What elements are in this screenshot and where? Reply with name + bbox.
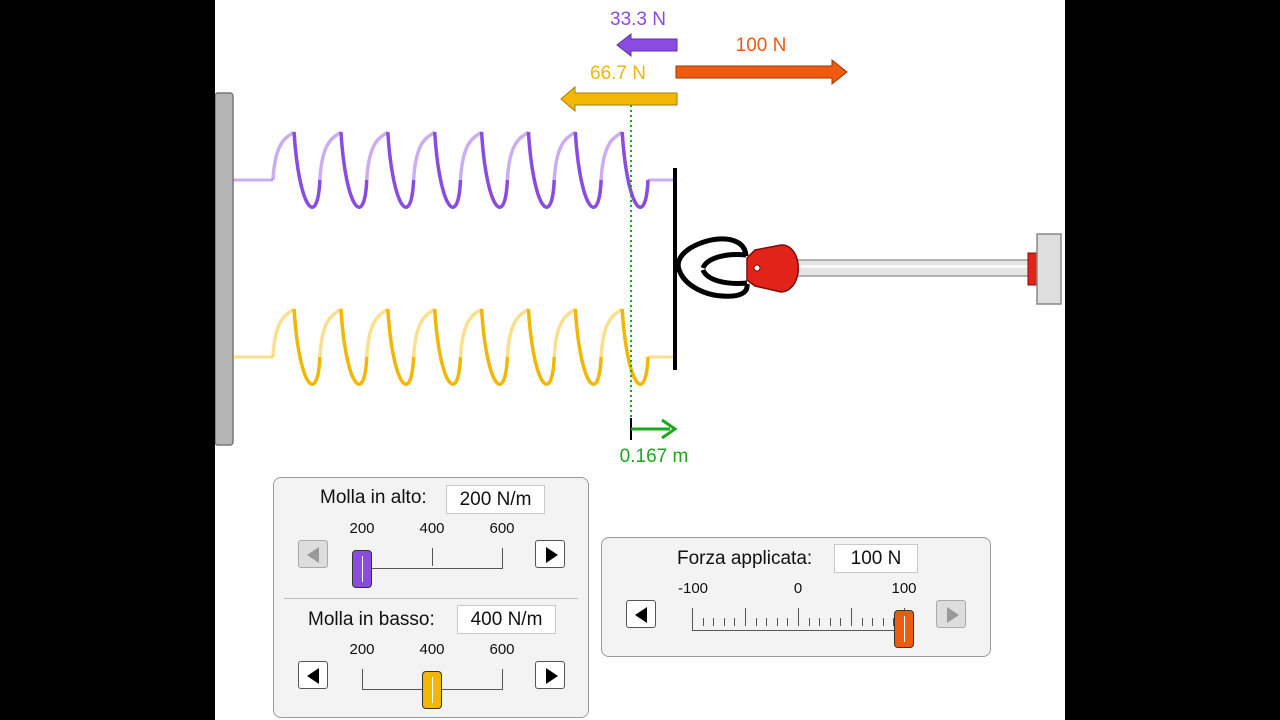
top-spring-decrement-button[interactable] [298, 540, 328, 568]
bottom-spring-decrement-button[interactable] [298, 661, 328, 689]
bottom-spring-tick-mid: 400 [419, 641, 445, 658]
top-spring-slider-tick [502, 548, 503, 566]
top-spring-force-arrow [616, 32, 678, 58]
left-arrow-icon [635, 607, 647, 623]
applied-force-decrement-button[interactable] [626, 600, 656, 628]
bottom-spring-force-arrow [560, 85, 678, 113]
applied-force-slider-tick [766, 618, 768, 626]
spring-constants-panel: Molla in alto: 200 N/m 200 400 600 Molla… [273, 477, 589, 718]
displacement-arrow [630, 418, 678, 440]
applied-force-label: 100 N [736, 35, 787, 56]
bottom-spring-slider-thumb[interactable] [422, 671, 442, 709]
simulation-canvas: 33.3 N 66.7 N 100 N 0.167 m Molla in alt… [215, 0, 1065, 720]
spring-scene: 33.3 N 66.7 N 100 N 0.167 m [215, 9, 1062, 467]
bottom-spring [233, 307, 675, 386]
applied-force-slider-tick [882, 618, 884, 626]
panel-divider [284, 598, 578, 599]
applied-force-panel: Forza applicata: 100 N -100 0 100 [601, 537, 991, 657]
applied-force-slider-tick [734, 618, 736, 626]
applied-force-slider-tick [872, 618, 874, 626]
top-spring-increment-button[interactable] [535, 540, 565, 568]
top-spring [233, 130, 675, 209]
applied-force-slider-tick [851, 608, 852, 626]
top-spring-tick-mid: 400 [419, 520, 445, 537]
applied-force-tick-max: 100 [891, 580, 917, 597]
top-spring-slider-tick [432, 548, 433, 566]
top-spring-label: Molla in alto: [320, 487, 427, 508]
applied-force-slider-tick [702, 618, 704, 626]
applied-force-slider-tick [745, 608, 746, 626]
right-arrow-icon [546, 668, 558, 684]
applied-force-slider-track[interactable] [692, 626, 905, 631]
top-spring-slider-thumb[interactable] [352, 550, 372, 588]
applied-force-tick-min: -100 [677, 580, 709, 597]
applied-force-slider-tick [893, 618, 895, 626]
applied-force-slider-tick [861, 618, 863, 626]
left-arrow-icon [307, 547, 319, 563]
applied-force-slider-tick [692, 608, 693, 626]
applied-force-title: Forza applicata: [677, 548, 813, 569]
top-spring-value: 200 N/m [446, 485, 545, 514]
top-spring-force-label: 33.3 N [610, 9, 666, 30]
applied-force-increment-button[interactable] [936, 600, 966, 628]
bottom-spring-increment-button[interactable] [535, 661, 565, 689]
applied-force-arrow [675, 58, 848, 86]
applied-force-slider-tick [829, 618, 831, 626]
applied-force-slider-tick [787, 618, 789, 626]
applied-force-slider-tick [798, 608, 799, 626]
top-spring-tick-max: 600 [489, 520, 515, 537]
left-arrow-icon [307, 668, 319, 684]
applied-force-slider-tick [723, 618, 725, 626]
applied-force-slider-thumb[interactable] [894, 610, 914, 648]
bottom-spring-tick-min: 200 [349, 641, 375, 658]
robot-hand[interactable] [675, 233, 1062, 305]
applied-force-slider-tick [755, 618, 757, 626]
bottom-spring-slider-tick [502, 669, 503, 687]
bottom-spring-slider-tick [362, 669, 363, 687]
top-spring-tick-min: 200 [349, 520, 375, 537]
applied-force-slider-tick [713, 618, 715, 626]
right-arrow-icon [546, 547, 558, 563]
applied-force-slider-tick [819, 618, 821, 626]
bottom-spring-value: 400 N/m [457, 605, 556, 634]
applied-force-slider-tick [776, 618, 778, 626]
bottom-spring-label: Molla in basso: [308, 609, 435, 630]
wall [215, 92, 234, 446]
applied-force-tick-mid: 0 [793, 580, 803, 597]
applied-force-value: 100 N [834, 544, 918, 573]
applied-force-slider-tick [840, 618, 842, 626]
bottom-spring-force-label: 66.7 N [590, 63, 646, 84]
bottom-spring-tick-max: 600 [489, 641, 515, 658]
right-arrow-icon [947, 607, 959, 623]
displacement-label: 0.167 m [620, 446, 689, 467]
applied-force-slider-tick [808, 618, 810, 626]
